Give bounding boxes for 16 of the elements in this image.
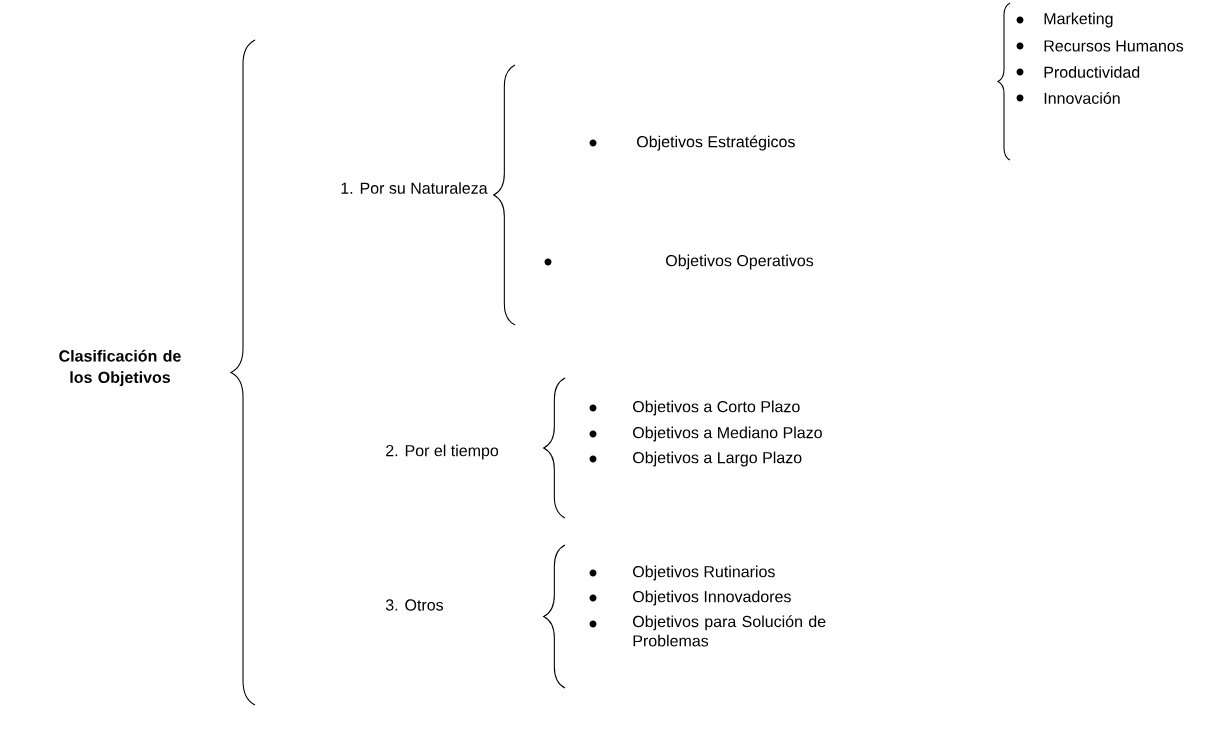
category-label: 3. Otros [385, 599, 444, 611]
category-label: 2. Por el tiempo [386, 444, 499, 460]
list-item: Objetivos a Largo Plazo [633, 451, 802, 467]
category-label: 1. Por su Naturaleza [341, 182, 488, 194]
list-item: Objetivos a Corto Plazo [633, 400, 800, 416]
list-item: Objetivos Rutinarios [633, 565, 775, 581]
list-item: Objetivos a Mediano Plazo [633, 426, 822, 442]
list-item: Objetivos Operativos [666, 254, 814, 270]
list-item: Recursos Humanos [1044, 40, 1184, 52]
list-item: Objetivos Estratégicos [637, 135, 795, 151]
list-item: Innovación [1044, 92, 1120, 104]
list-item: Objetivos para Solución de Problemas [633, 615, 826, 647]
list-item: Productividad [1044, 66, 1140, 78]
heading: Clasificación de los Objetivos [59, 349, 181, 387]
list-item: Objetivos Innovadores [633, 590, 791, 606]
list-item: Marketing [1044, 12, 1113, 28]
